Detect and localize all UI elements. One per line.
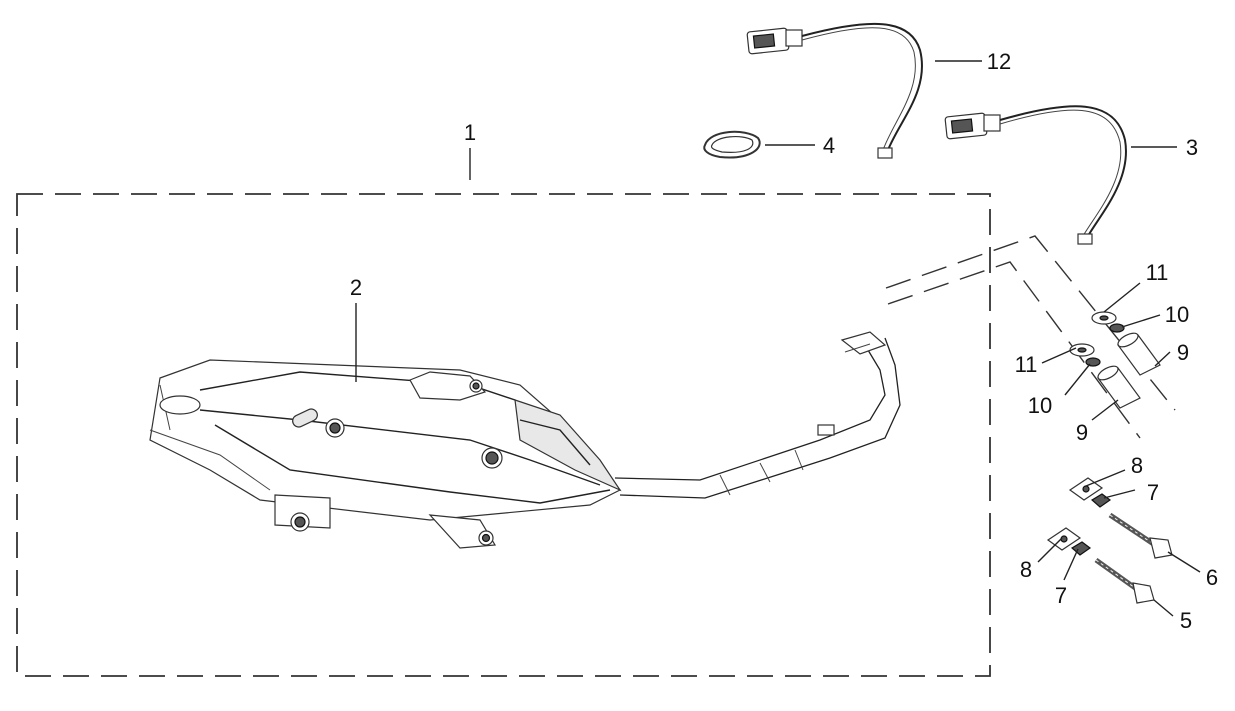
callout-9-upper: 9: [1177, 340, 1189, 365]
callout-7-upper: 7: [1147, 480, 1159, 505]
callout-8-upper: 8: [1131, 453, 1143, 478]
washer-11-lower: [1069, 343, 1095, 357]
nut-7-upper: [1090, 493, 1112, 508]
nut-10-upper: [1109, 323, 1125, 333]
callout-2: 2: [350, 275, 362, 300]
oxygen-sensor-upper: [746, 22, 923, 159]
callout-11-upper: 11: [1146, 260, 1169, 285]
sleeve-9-lower: [1097, 365, 1141, 409]
callout-1: 1: [464, 120, 476, 145]
gasket: [703, 130, 761, 159]
oxygen-sensor-lower: [944, 105, 1127, 245]
callout-10-lower: 10: [1028, 393, 1052, 418]
callout-6: 6: [1206, 565, 1218, 590]
callout-10-upper: 10: [1165, 302, 1189, 327]
header-pipe: [614, 331, 901, 499]
nut-7-lower: [1070, 541, 1092, 556]
callout-9-lower: 9: [1076, 420, 1088, 445]
callout-7-lower: 7: [1055, 583, 1067, 608]
callout-12: 12: [987, 49, 1011, 74]
callout-11-lower: 11: [1015, 352, 1038, 377]
bolt-6: [1108, 512, 1173, 559]
washer-8-upper: [1068, 477, 1104, 501]
sleeve-9-upper: [1117, 332, 1161, 376]
nut-10-lower: [1085, 357, 1101, 367]
callout-8-lower: 8: [1020, 557, 1032, 582]
leader-lines: [355, 60, 1201, 617]
bolt-5: [1094, 557, 1155, 604]
washer-11-upper: [1091, 311, 1117, 325]
callout-3: 3: [1186, 135, 1198, 160]
callout-5: 5: [1180, 608, 1192, 633]
assembly-boundary-box: [16, 193, 991, 677]
callout-4: 4: [823, 133, 835, 158]
muffler: [149, 359, 622, 549]
